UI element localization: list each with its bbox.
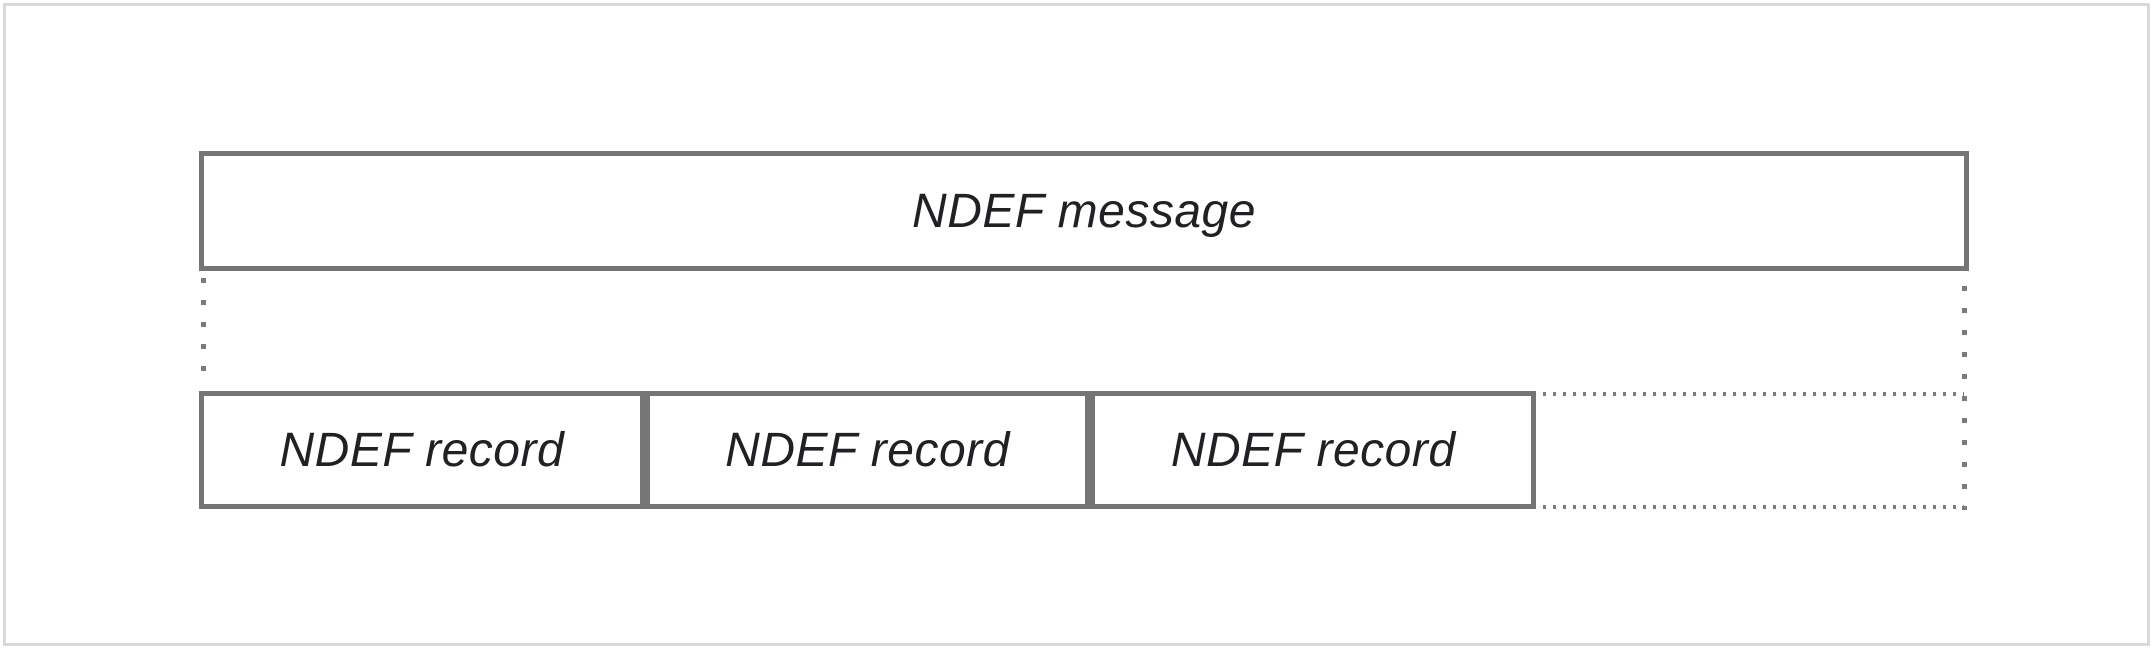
dotted-line-bottom-horizontal — [1543, 505, 1964, 509]
ndef-record-label: NDEF record — [1170, 423, 1456, 477]
ndef-record-label: NDEF record — [279, 423, 565, 477]
ndef-record-box-2: NDEF record — [644, 391, 1091, 509]
ndef-record-box-3: NDEF record — [1090, 391, 1537, 509]
ndef-record-box-1: NDEF record — [199, 391, 645, 509]
diagram-frame: NDEF message NDEF record NDEF record NDE… — [3, 3, 2150, 646]
dotted-line-top-horizontal — [1543, 392, 1964, 396]
dotted-line-right-vertical — [1962, 286, 1967, 510]
ndef-message-label: NDEF message — [912, 184, 1256, 238]
ndef-records-row: NDEF record NDEF record NDEF record — [199, 391, 1537, 509]
dotted-line-left-vertical — [201, 278, 206, 388]
ndef-record-label: NDEF record — [725, 423, 1010, 477]
ndef-message-box: NDEF message — [199, 151, 1969, 271]
